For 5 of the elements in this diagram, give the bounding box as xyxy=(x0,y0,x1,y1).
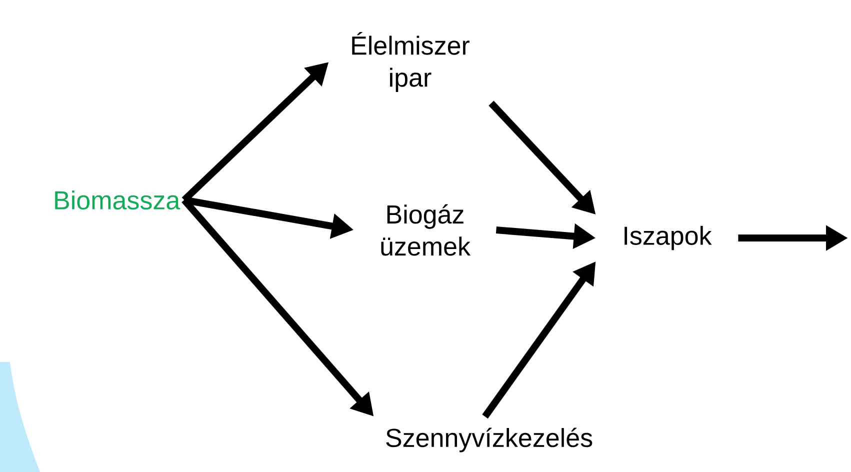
node-label: Élelmiszer ipar xyxy=(352,32,470,92)
node-label: Biogáz üzemek xyxy=(381,204,471,256)
node-label: Iszapok xyxy=(624,226,712,250)
node-label: Szennyvízkezelés xyxy=(386,428,592,452)
node-label: Biomassza xyxy=(55,190,180,210)
